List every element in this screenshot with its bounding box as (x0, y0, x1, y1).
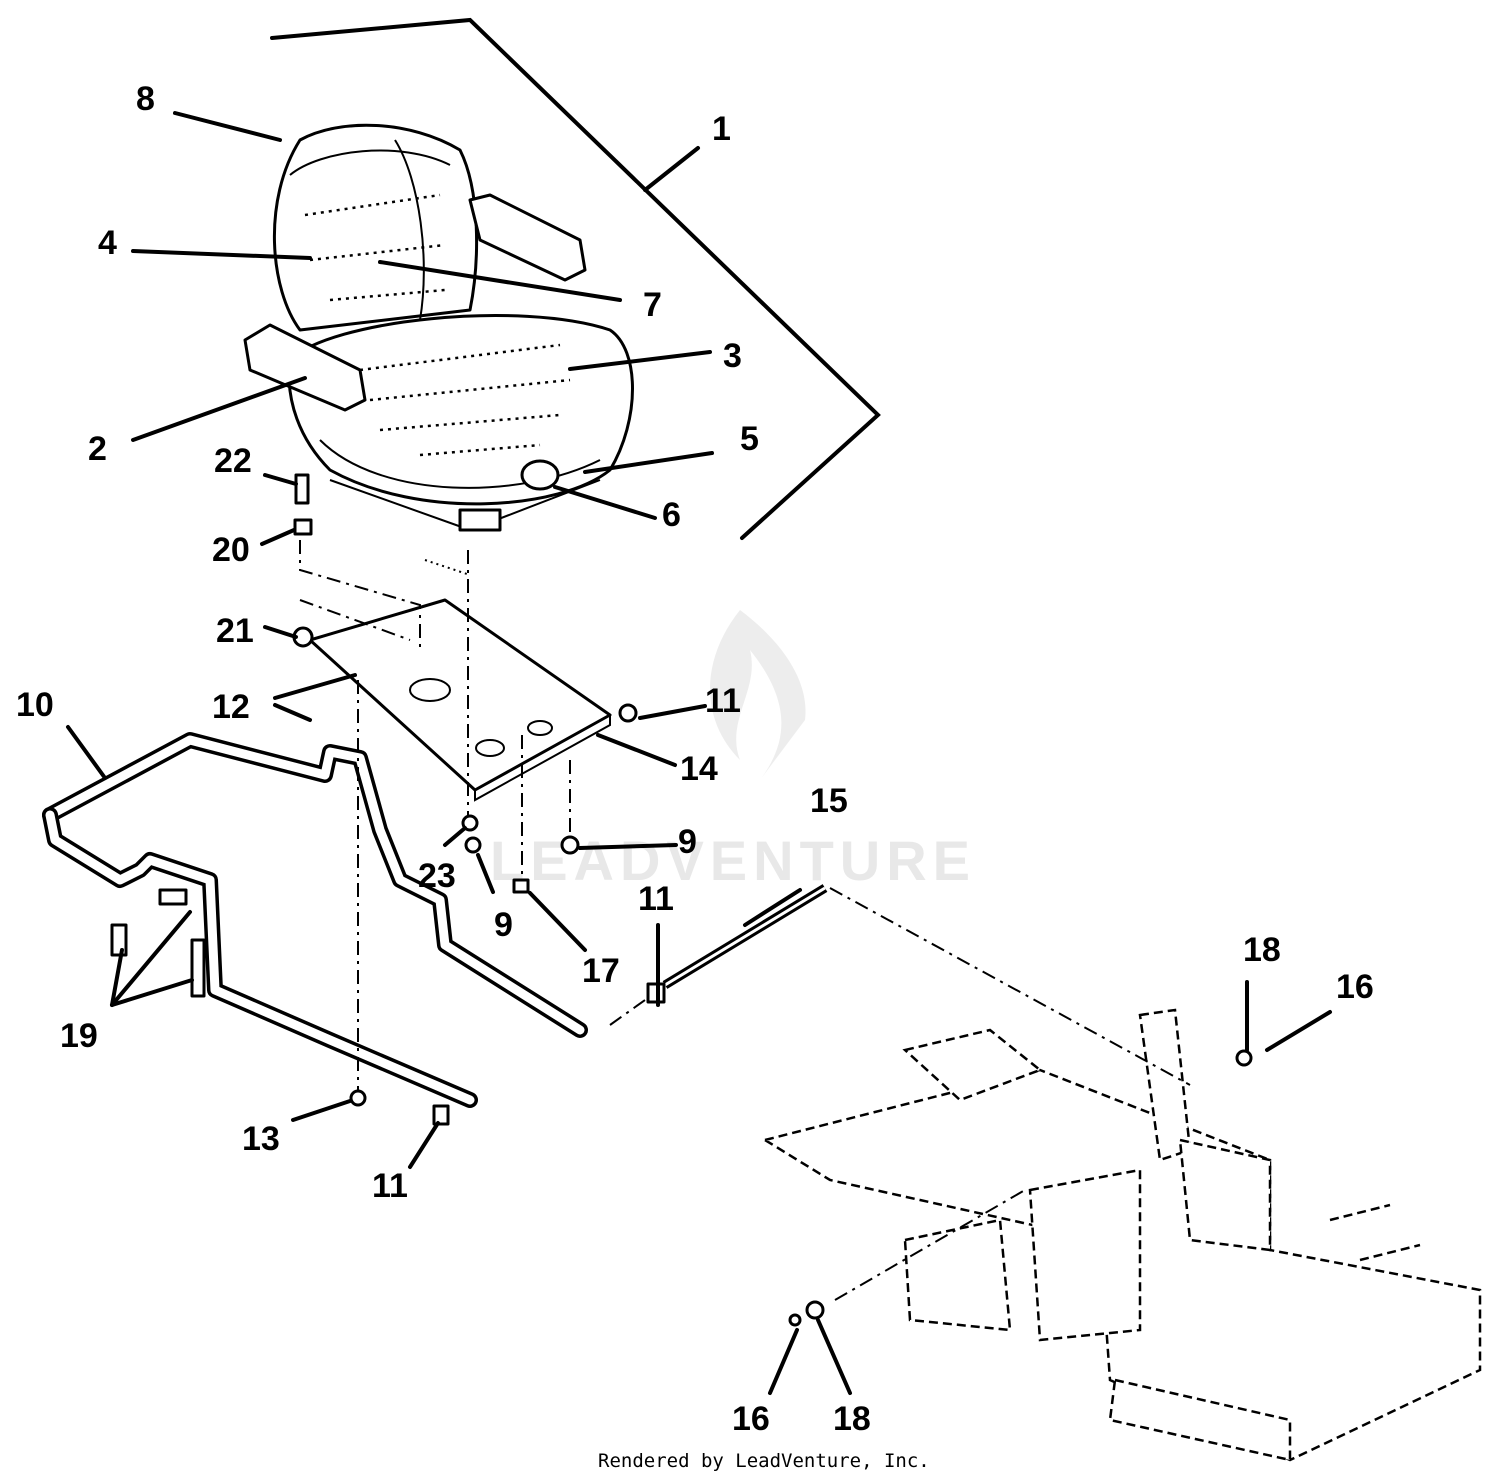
callout-20: 20 (212, 531, 250, 569)
callout-18-right: 18 (1243, 931, 1281, 969)
callout-11-top: 11 (705, 682, 741, 720)
bolt-22 (294, 473, 310, 505)
nut-13 (349, 1089, 367, 1107)
callout-16-right: 16 (1336, 968, 1374, 1006)
callout-11-middle: 11 (638, 880, 674, 918)
callout-10: 10 (16, 686, 54, 724)
callout-23: 23 (418, 857, 456, 895)
seat (243, 123, 634, 532)
callout-12: 12 (212, 688, 250, 726)
watermark-flame-icon (710, 610, 806, 780)
callout-9-left: 9 (494, 906, 513, 944)
watermark-text: LEADVENTURE (490, 829, 976, 892)
callout-22: 22 (214, 442, 252, 480)
callout-7: 7 (643, 286, 662, 324)
callout-8: 8 (136, 80, 155, 118)
nut-9-right (560, 835, 580, 855)
chassis-frame (761, 1008, 1482, 1462)
callout-4: 4 (98, 224, 117, 262)
callout-19: 19 (60, 1017, 98, 1055)
callout-9-right: 9 (678, 823, 697, 861)
callout-17: 17 (582, 952, 620, 990)
clip-17 (512, 878, 530, 894)
callout-3: 3 (723, 337, 742, 375)
callout-6: 6 (662, 496, 681, 534)
rod (646, 884, 828, 1004)
footer-credit: Rendered by LeadVenture, Inc. (598, 1450, 930, 1472)
callout-21: 21 (216, 612, 254, 650)
callout-18-bottom: 18 (833, 1400, 871, 1438)
hardware (292, 473, 1253, 1327)
seat-support-rail (42, 732, 588, 1108)
cap-11-top (618, 703, 638, 723)
callout-5: 5 (740, 420, 759, 458)
seat-pan (308, 598, 612, 802)
leader-lines (66, 111, 1332, 1395)
callout-11-bottom: 11 (372, 1167, 408, 1205)
callout-16-bottom: 16 (732, 1400, 770, 1438)
nut-9-left (464, 836, 482, 854)
washer-18-bottom (805, 1300, 825, 1320)
callout-14: 14 (680, 750, 718, 788)
leadventure-watermark: LEADVENTURE (490, 610, 976, 892)
cap-11-bottom (432, 1104, 450, 1126)
washer-18-right (1235, 1049, 1253, 1067)
callout-1: 1 (712, 110, 731, 148)
callout-labels: 1 2 3 4 5 6 7 8 9 9 10 11 11 11 12 13 14… (16, 80, 1374, 1438)
washer-23 (461, 814, 479, 832)
nut-20 (293, 518, 313, 536)
callout-2: 2 (88, 430, 107, 468)
callout-15: 15 (810, 782, 848, 820)
pin-16-bottom (788, 1313, 802, 1327)
seat-assembly-bracket (270, 17, 881, 540)
assembly-centerlines (299, 540, 1191, 1301)
callout-13: 13 (242, 1120, 280, 1158)
